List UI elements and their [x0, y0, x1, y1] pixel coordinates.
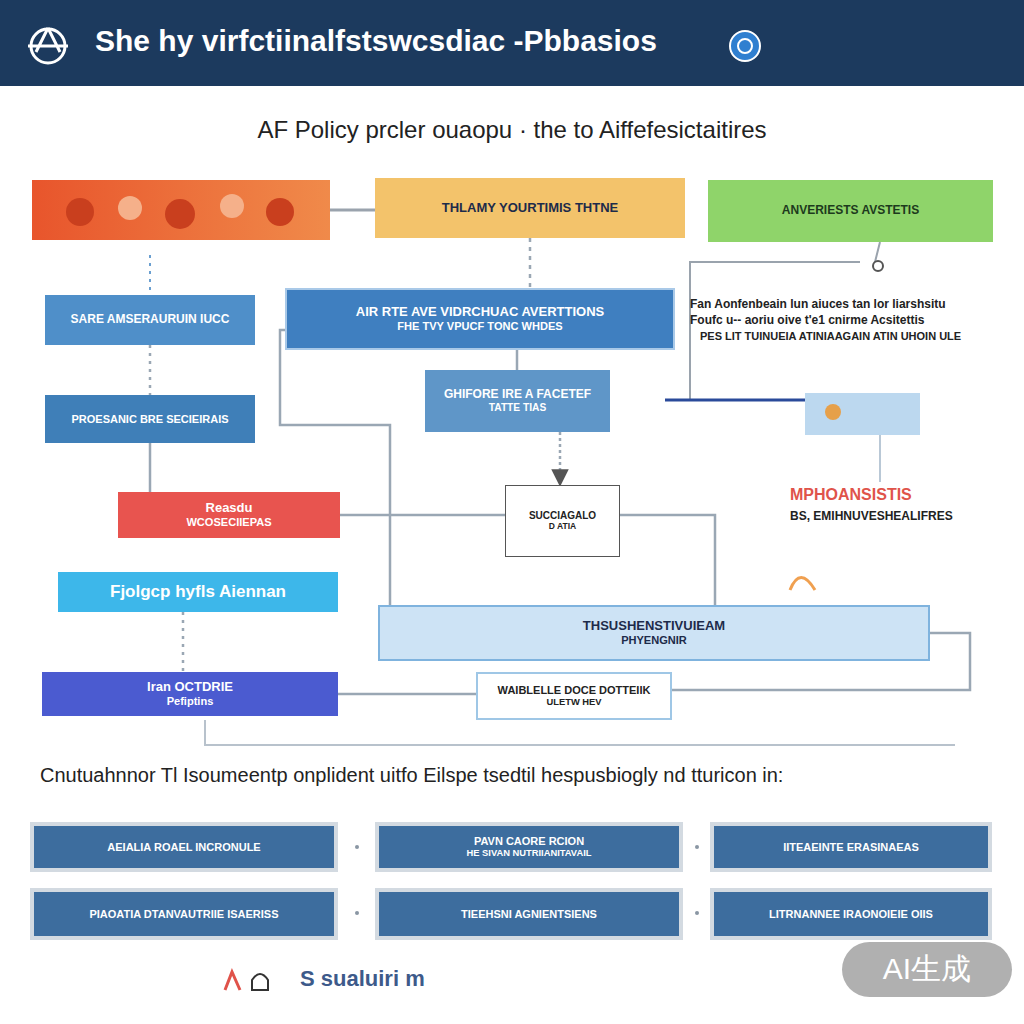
process-box: GHIFORE IRE A FACETEFTATTE TIAS: [425, 370, 610, 432]
node-heading: THLAMY YOURTIMIS THTNE: [442, 201, 618, 216]
node-body: ULETW HEV: [546, 697, 601, 708]
node-heading: PROESANIC BRE SECIEIRAIS: [71, 413, 228, 426]
node-heading: SARE AMSERAURUIN IUCC: [71, 313, 230, 327]
node-heading: TIEEHSNI AGNIENTSIENS: [461, 908, 597, 921]
connector-line: [330, 209, 375, 212]
node-body: D ATIA: [549, 522, 576, 532]
node-heading: AEIALIA ROAEL INCRONULE: [107, 841, 260, 854]
summary-box: AEIALIA ROAEL INCRONULE: [30, 822, 338, 872]
node-heading: WAIBLELLE DOCE DOTTEIIK: [498, 684, 651, 697]
node-heading: Fjolgcp hyfls Aiennan: [110, 582, 286, 602]
process-box: SUCCIAGALOD ATIA: [505, 485, 620, 557]
summary-box: PAVN CAORE RCIONHE SIVAN NUTRIIANITAVAIL: [375, 822, 683, 872]
connector-line: [149, 345, 152, 395]
dotted-leader: [149, 255, 151, 290]
text-label: S sualuiri m: [300, 966, 520, 991]
node-heading: IITEAEINTE ERASINAEAS: [783, 841, 919, 854]
flow-arrow: [559, 432, 562, 485]
node-body: FHE TVY VPUCF TONC WHDES: [397, 320, 562, 333]
process-box: ANVERIESTS AVSTETIS: [708, 180, 993, 242]
header-globe-icon: [730, 31, 760, 61]
connector-line: [516, 350, 519, 370]
process-box: WAIBLELLE DOCE DOTTEIIKULETW HEV: [476, 672, 672, 720]
process-box: SARE AMSERAURUIN IUCC: [45, 295, 255, 345]
summary-box: LITRNANNEE IRAONOIEIE OIIS: [710, 888, 992, 940]
node-heading: PIAOATIA DTANVAUTRIIE ISAERISS: [89, 908, 278, 921]
process-box: PROESANIC BRE SECIEIRAIS: [45, 395, 255, 443]
small-icon: [873, 261, 883, 271]
node-body: Pefiptins: [167, 695, 214, 708]
text-label: Foufc u-- aoriu oive t'e1 cnirme Acsitet…: [690, 314, 1020, 328]
process-box: THLAMY YOURTIMIS THTNE: [375, 178, 685, 238]
text-label: AF Policy prcler ouaopu · the to Aiffefe…: [60, 116, 964, 144]
node-heading: THSUSHENSTIVUIEAM: [583, 619, 725, 634]
text-label: Cnutuahnnor Tl Isoumeentp onplident uitf…: [40, 764, 990, 787]
summary-box: PIAOATIA DTANVAUTRIIE ISAERISS: [30, 888, 338, 940]
small-icon: [790, 578, 815, 591]
summary-box: IITEAEINTE ERASINAEAS: [710, 822, 992, 872]
node-heading: AIR RTE AVE VIDRCHUAC AVERTTIONS: [356, 305, 604, 320]
node-body: TATTE TIAS: [489, 402, 546, 414]
node-body: WCOSECIIEPAS: [186, 516, 271, 529]
leader-line: [205, 720, 955, 745]
text-label: PES LIT TUINUEIA ATINIAAGAIN ATIN UHOIN …: [700, 330, 1020, 343]
connector-line: [280, 330, 390, 605]
node-heading: PAVN CAORE RCION: [474, 835, 584, 848]
text-label: BS, EMIHNUVESHEALIFRES: [790, 510, 1020, 524]
text-label: Fan Aonfenbeain lun aiuces tan lor liars…: [690, 298, 1020, 312]
node-heading: Iran OCTDRIE: [147, 680, 233, 695]
node-heading: ANVERIESTS AVSTETIS: [782, 204, 919, 218]
header-logo: [28, 28, 68, 63]
node-body: HE SIVAN NUTRIIANITAVAIL: [467, 848, 592, 859]
process-box: Fjolgcp hyfls Aiennan: [58, 572, 338, 612]
node-heading: Reasdu: [206, 501, 253, 516]
icon-box: [805, 393, 920, 435]
connector-line: [182, 612, 185, 672]
connector-line: [529, 238, 532, 288]
connector-line: [149, 443, 152, 492]
process-box: AIR RTE AVE VIDRCHUAC AVERTTIONSFHE TVY …: [285, 288, 675, 350]
diagram-title: She hy virfctiinalfstswcsdiac -Pbbasios: [95, 24, 715, 59]
process-box: ReasduWCOSECIIEPAS: [118, 492, 340, 538]
leader-line: [879, 435, 881, 482]
banner-illustration: [32, 180, 330, 240]
node-body: PHYENGNIR: [621, 634, 687, 647]
process-box: THSUSHENSTIVUIEAMPHYENGNIR: [378, 605, 930, 661]
node-heading: LITRNANNEE IRAONOIEIE OIIS: [769, 908, 933, 921]
node-heading: SUCCIAGALO: [529, 510, 596, 522]
leader-line: [665, 399, 805, 402]
summary-box: TIEEHSNI AGNIENTSIENS: [375, 888, 683, 940]
watermark: AI生成: [842, 942, 1012, 997]
icon-symbol: [825, 404, 841, 420]
node-heading: GHIFORE IRE A FACETEF: [444, 388, 591, 402]
text-label: MPHOANSISTIS: [790, 486, 940, 504]
process-box: Iran OCTDRIEPefiptins: [42, 672, 338, 716]
header-band: [0, 0, 1024, 86]
connector-line: [338, 693, 476, 696]
